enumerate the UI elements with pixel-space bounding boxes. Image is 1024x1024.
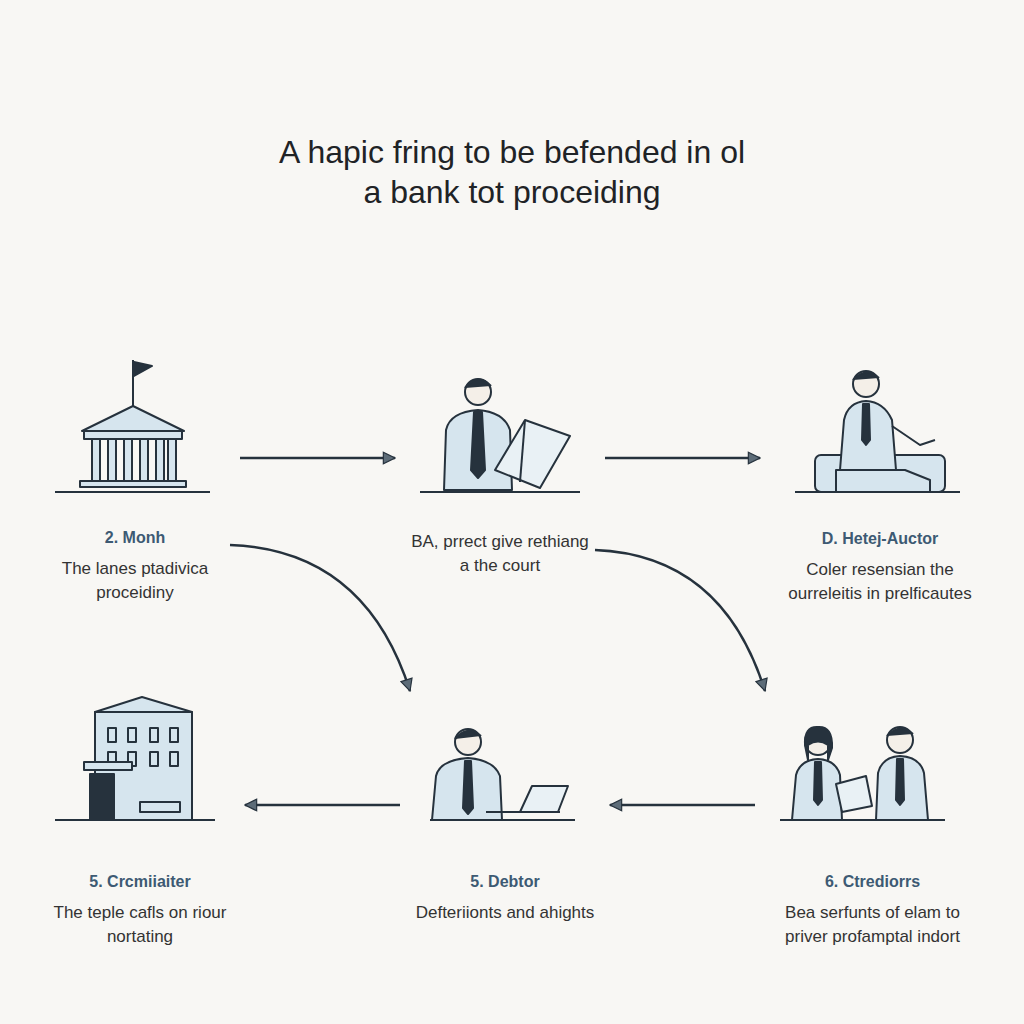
step-item: BA, prrect give rethiang a the court: [405, 360, 595, 578]
title-wrap: A hapic fring to be befended in ol a ban…: [0, 132, 1024, 212]
flow-arrow: [595, 550, 765, 691]
step-description: Defteriionts and ahights: [414, 901, 596, 925]
people-icon: [780, 727, 945, 820]
bank-icon: [55, 360, 210, 492]
step-heading: 5. Debtor: [414, 871, 596, 893]
step-description: BA, prrect give rethiang a the court: [409, 530, 591, 578]
flow-arrow: [245, 804, 400, 807]
step-description: Coler resensian the ourreleitis in prelf…: [774, 558, 986, 606]
reader-icon: [420, 379, 580, 492]
step-item: D. Hetej-AuctorColer resensian the ourre…: [770, 360, 990, 606]
step-description: The lanes ptadivica proceidiny: [44, 557, 226, 605]
step-heading: D. Hetej-Auctor: [774, 528, 986, 550]
step-item: 5. CrcmiiaiterThe teple cafls on riour n…: [45, 695, 235, 949]
step-item: 5. DebtorDefteriionts and ahights: [410, 695, 600, 925]
step-heading: 2. Monh: [44, 527, 226, 549]
step-description: The teple cafls on riour nortating: [49, 901, 231, 949]
sofa-icon: [795, 371, 960, 492]
flow-arrow: [240, 457, 395, 460]
step-description: Bea serfunts of elam to priver profampta…: [769, 901, 976, 949]
step-heading: 5. Crcmiiaiter: [49, 871, 231, 893]
flow-arrow: [605, 457, 760, 460]
diagram-title: A hapic fring to be befended in ol a ban…: [277, 132, 747, 212]
flow-arrow: [610, 804, 755, 807]
office-icon: [55, 697, 215, 820]
flow-arrow: [230, 545, 410, 691]
step-item: 6. CtrediorrsBea serfunts of elam to pri…: [765, 695, 980, 949]
step-heading: 6. Ctrediorrs: [769, 871, 976, 893]
laptop-icon: [430, 729, 575, 820]
step-item: 2. MonhThe lanes ptadivica proceidiny: [40, 355, 230, 605]
